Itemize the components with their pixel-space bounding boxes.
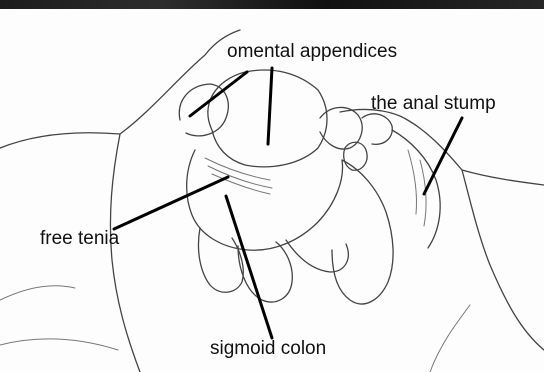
leader-sigmoid-colon (226, 196, 272, 338)
right-pelvic-outline (340, 109, 544, 185)
lower-left-fold (0, 339, 118, 350)
sigmoid-lower-loops (198, 228, 243, 292)
anal-stump-texture (408, 150, 426, 226)
omental-lobe-small-1 (344, 142, 367, 170)
label-free-tenia: free tenia (40, 229, 119, 248)
leader-free-tenia (114, 177, 228, 229)
label-anal-stump: the anal stump (371, 94, 496, 113)
sigmoid-loop-2 (238, 242, 292, 302)
label-omental-appendices: omental appendices (227, 42, 397, 61)
sigmoid-tenia-lines (205, 158, 272, 194)
right-lower-fold (430, 305, 470, 372)
leader-anal-stump (424, 118, 462, 194)
left-pelvic-outline (0, 30, 240, 148)
right-wall-curve (462, 170, 544, 350)
leader-omental-right (268, 68, 272, 144)
omental-lobe-small-2 (362, 114, 392, 144)
label-sigmoid-colon: sigmoid colon (210, 339, 326, 358)
sigmoid-colon-outline (187, 150, 343, 250)
left-wall-curve (110, 134, 140, 372)
leader-omental-left (190, 72, 247, 116)
left-lower-fold (0, 286, 75, 300)
sigmoid-loop-3 (286, 240, 348, 272)
